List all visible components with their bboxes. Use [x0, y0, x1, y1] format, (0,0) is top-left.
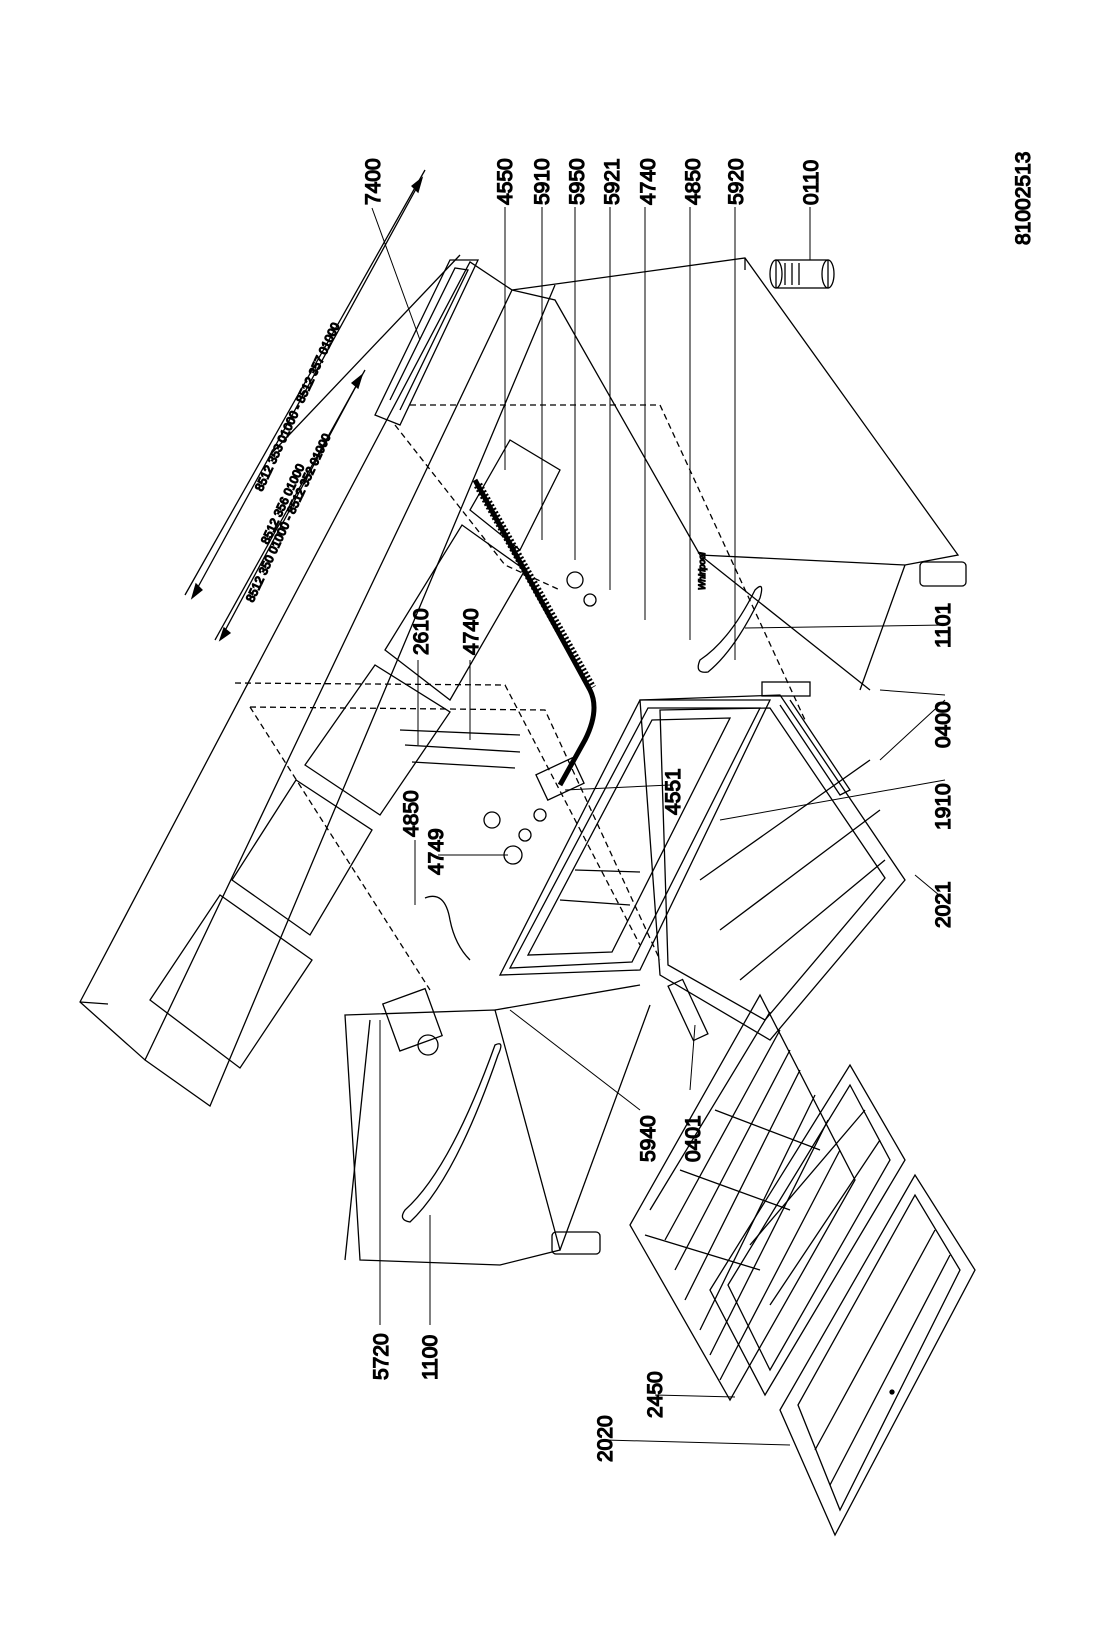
- valve-5950: [566, 571, 584, 589]
- right-cabinet-bottom: [859, 564, 906, 691]
- callout-labels: 7400 4550 5910 5950 5921 4740 4850 5920 …: [361, 158, 955, 1463]
- document-number: 81002513: [1012, 152, 1035, 245]
- valve-5921: [583, 593, 597, 607]
- callout-2021: 2021: [932, 881, 955, 928]
- foot-0110: [769, 259, 835, 289]
- model-range-dimensions: [184, 169, 461, 642]
- callout-4749: 4749: [425, 828, 448, 875]
- top-surface-front-edge: [144, 284, 556, 1107]
- callout-5921: 5921: [601, 158, 624, 205]
- callout-1910: 1910: [932, 783, 955, 830]
- left-cabinet-line-c: [559, 1004, 651, 1251]
- left-cabinet: [344, 1009, 561, 1266]
- callout-5920: 5920: [725, 158, 748, 205]
- callout-0401: 0401: [682, 1115, 705, 1162]
- foot-right: [919, 561, 967, 587]
- tray-2021-outline: [709, 1063, 906, 1397]
- top-panel-1: [149, 894, 313, 1069]
- cavity-inner: [526, 717, 732, 956]
- callout-5910: 5910: [531, 158, 554, 205]
- hinge-0401: [667, 978, 709, 1042]
- left-cabinet-line-a: [344, 1019, 371, 1261]
- heating-element-4550: [472, 478, 597, 787]
- hinge-0400: [761, 681, 811, 697]
- callout-2020: 2020: [594, 1415, 617, 1462]
- heating-assembly: [381, 478, 597, 1056]
- hidden-line-4: [394, 424, 561, 591]
- knob-b: [518, 828, 532, 842]
- callout-5720: 5720: [370, 1333, 393, 1380]
- foot-left: [551, 1231, 601, 1255]
- front-frame-inner: [508, 707, 762, 969]
- tray-2020: [779, 1173, 976, 1537]
- hidden-line-5: [249, 706, 431, 991]
- cavity-rail-2: [574, 869, 641, 873]
- top-panel-2: [231, 779, 373, 936]
- thermostat-5720: [381, 987, 443, 1052]
- hidden-line-2: [249, 706, 661, 961]
- callout-1101: 1101: [932, 603, 955, 648]
- handle-oval-1100: [401, 1043, 502, 1223]
- top-surface: [79, 261, 513, 1062]
- front-frame: [498, 699, 772, 976]
- callout-1100: 1100: [419, 1335, 442, 1380]
- top-panel-4: [384, 524, 526, 701]
- callout-5940: 5940: [637, 1115, 660, 1162]
- knob-a: [483, 811, 501, 829]
- knob-c: [533, 808, 547, 822]
- back-panel-ribs: [389, 267, 469, 411]
- hidden-line-1: [234, 682, 641, 946]
- hinge-arm-0400: [779, 699, 851, 796]
- top-back-edge: [79, 1001, 109, 1005]
- burner-mount-4551: [535, 756, 585, 802]
- door-inner-frame: [659, 707, 886, 1021]
- callout-4850-left: 4850: [400, 790, 423, 837]
- callout-4551: 4551: [662, 768, 685, 815]
- door-and-racks: [629, 681, 976, 1537]
- tray-2020-outline: [779, 1173, 976, 1537]
- shelf-support-2610: [399, 729, 521, 769]
- left-cabinet-line-b: [494, 984, 641, 1011]
- back-panel-7400: [374, 259, 480, 426]
- tray-2021: [709, 1063, 906, 1397]
- callout-7400: 7400: [362, 158, 385, 205]
- leader-lines: [371, 207, 946, 1446]
- door-window-2: [719, 809, 881, 931]
- callout-4740-right: 4740: [637, 158, 660, 205]
- callout-5950: 5950: [566, 158, 589, 205]
- thermocouple-4850: [424, 895, 471, 961]
- callout-0400: 0400: [932, 701, 955, 748]
- door-window-3: [739, 859, 886, 981]
- heating-element-coils: [474, 482, 596, 691]
- door-1910: [639, 694, 906, 1041]
- callout-2610: 2610: [410, 608, 433, 655]
- door-window-1: [699, 759, 871, 881]
- cavity-rail-1: [559, 899, 631, 906]
- callout-0110: 0110: [800, 160, 823, 205]
- callout-4550: 4550: [494, 158, 517, 205]
- right-cabinet-side: [699, 554, 871, 691]
- callout-4850-right: 4850: [682, 158, 705, 205]
- back-panel-body: [374, 259, 480, 426]
- rack-outline: [629, 993, 856, 1402]
- hidden-line-3: [410, 404, 806, 721]
- callout-2450: 2450: [644, 1371, 667, 1418]
- callout-4740-left: 4740: [460, 608, 483, 655]
- brand-label: Whirlpool: [697, 551, 707, 590]
- model-range-small-b: 8512 350 01000 - 8512 352 01000: [243, 431, 334, 604]
- thermostat-dial: [417, 1034, 439, 1056]
- top-panel-3: [304, 664, 451, 816]
- handle-oval-1101: [697, 585, 763, 673]
